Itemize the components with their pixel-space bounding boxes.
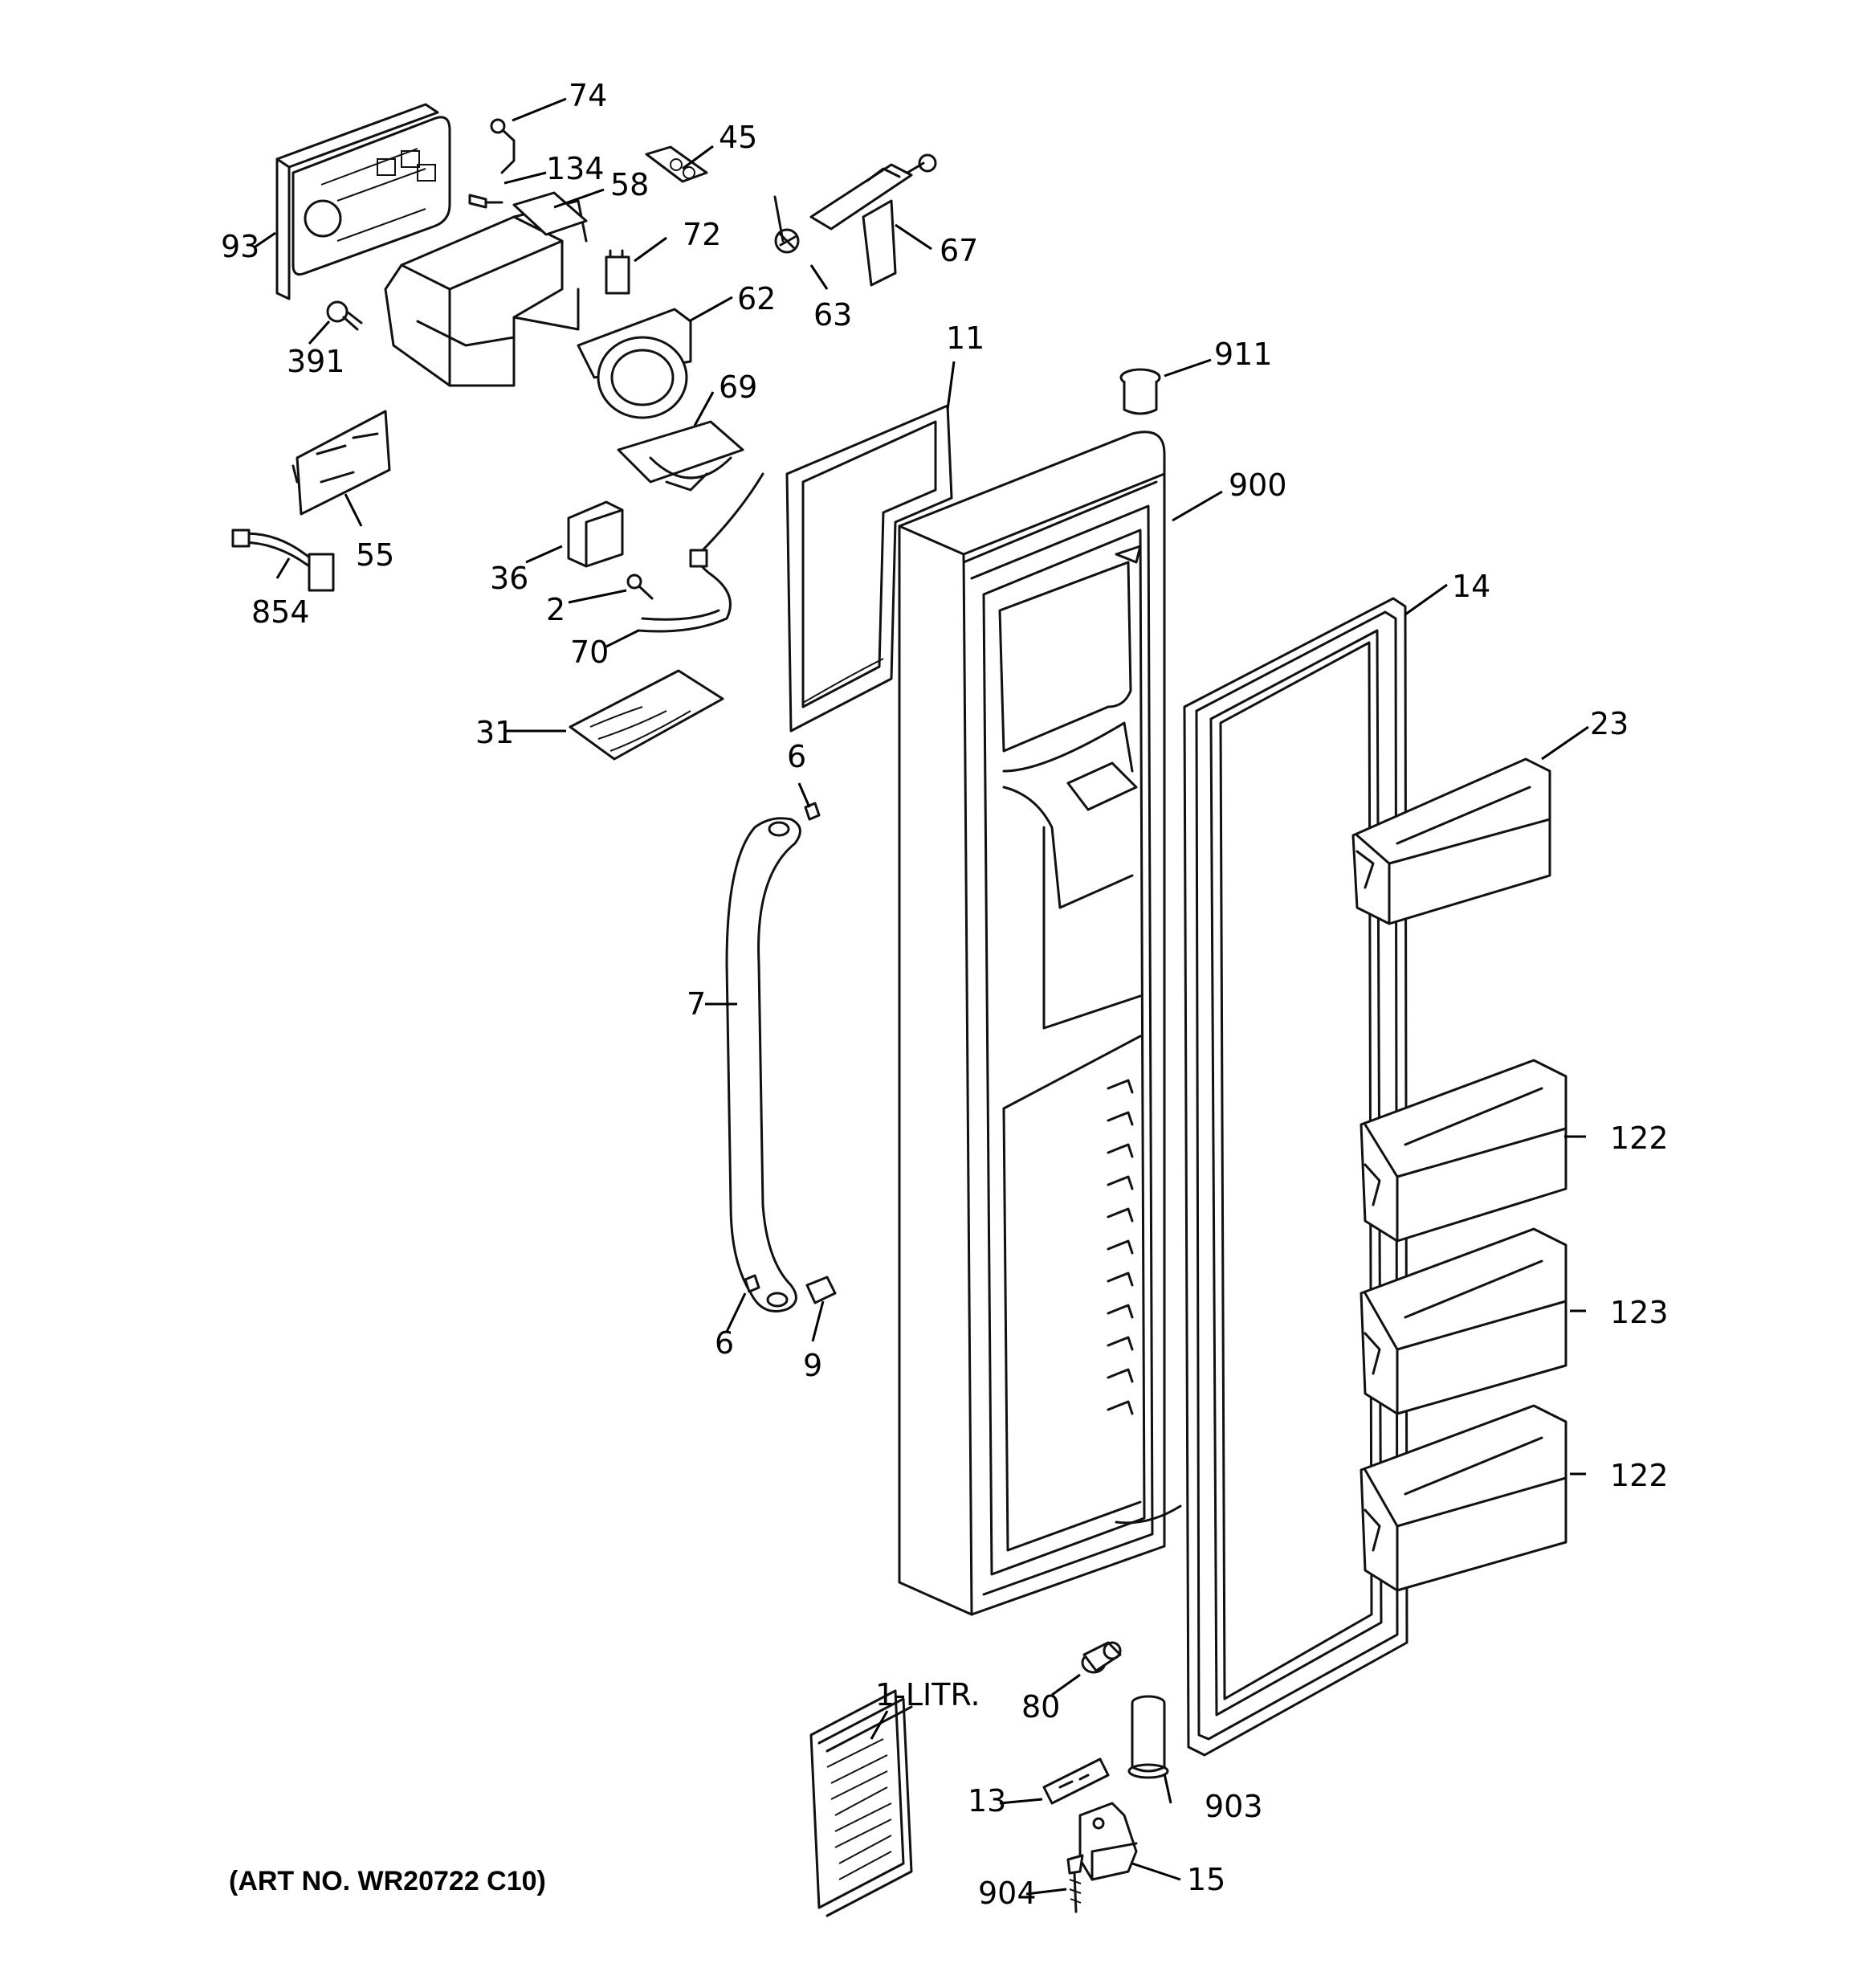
callout-11: 11 — [946, 320, 984, 356]
callout-6-lower: 6 — [715, 1325, 734, 1361]
part-63-spring — [773, 195, 800, 254]
part-123-bin — [1360, 1227, 1567, 1415]
callout-58: 58 — [610, 167, 649, 202]
callout-93: 93 — [221, 229, 259, 264]
part-11-frame — [785, 404, 953, 733]
callout-labels: 74 45 134 58 93 72 67 63 62 391 11 911 6… — [221, 78, 1669, 1911]
callout-23: 23 — [1590, 706, 1629, 741]
callout-7: 7 — [687, 986, 706, 1022]
part-9-screw — [805, 1276, 837, 1304]
part-69-funnel — [617, 420, 744, 492]
callout-900: 900 — [1229, 467, 1287, 503]
part-134-screw — [468, 194, 503, 209]
part-7-handle — [725, 817, 801, 1312]
part-854-harness — [231, 529, 335, 592]
part-903-pin — [1127, 1695, 1169, 1779]
callout-13: 13 — [968, 1783, 1006, 1819]
callout-123: 123 — [1610, 1295, 1669, 1330]
callout-70: 70 — [570, 635, 609, 670]
callout-36: 36 — [490, 561, 528, 596]
callout-391: 391 — [287, 344, 345, 379]
callout-62: 62 — [737, 281, 776, 316]
callout-74: 74 — [569, 78, 607, 113]
callout-904: 904 — [978, 1876, 1037, 1911]
part-14-gasket — [1183, 597, 1408, 1757]
part-6-lower-screw — [744, 1274, 760, 1293]
part-23-bin — [1351, 757, 1551, 925]
part-13-bracket — [1042, 1757, 1110, 1805]
part-58-bracket — [512, 191, 588, 236]
part-55-board — [291, 410, 391, 516]
part-45-plate — [645, 145, 708, 183]
callout-134: 134 — [546, 151, 605, 186]
callout-15: 15 — [1187, 1862, 1225, 1897]
callout-1-litr: 1-LITR. — [875, 1677, 980, 1712]
callout-2: 2 — [546, 592, 565, 627]
callout-45: 45 — [719, 120, 757, 155]
callout-122-upper: 122 — [1610, 1121, 1669, 1156]
part-1-literature — [809, 1689, 913, 1917]
part-904-screw — [1066, 1854, 1084, 1913]
part-93-control-panel — [275, 103, 451, 300]
part-122-upper-bin — [1360, 1059, 1567, 1243]
part-67-bracket — [809, 153, 937, 287]
callout-122-lower: 122 — [1610, 1458, 1669, 1493]
callout-55: 55 — [356, 537, 394, 573]
callout-6-upper: 6 — [787, 739, 806, 774]
callout-80: 80 — [1021, 1689, 1060, 1725]
callout-14: 14 — [1452, 569, 1490, 604]
part-74-spring — [490, 118, 516, 174]
callout-67: 67 — [940, 233, 978, 268]
part-72-switch — [605, 249, 630, 295]
part-122-lower-bin — [1360, 1404, 1567, 1592]
door-shelf-clips — [1107, 1079, 1182, 1525]
part-70-wire — [637, 472, 764, 633]
part-15-hinge — [1078, 1802, 1138, 1881]
part-31-mat — [569, 669, 724, 761]
part-36-solenoid — [567, 500, 624, 568]
callout-854: 854 — [251, 594, 310, 630]
callout-903: 903 — [1205, 1789, 1263, 1824]
part-900-door — [898, 431, 1166, 1616]
part-80-fitting — [1081, 1641, 1122, 1674]
part-911-cap — [1119, 368, 1161, 415]
part-391-screw — [326, 300, 363, 331]
callout-63: 63 — [813, 297, 852, 333]
leader-lines — [255, 97, 1589, 1896]
part-2-screw — [626, 574, 654, 600]
callout-911: 911 — [1214, 337, 1273, 372]
callout-31: 31 — [475, 715, 514, 750]
callout-69: 69 — [719, 369, 757, 405]
callout-72: 72 — [683, 217, 721, 252]
part-62-chute-ring — [577, 308, 692, 419]
callout-9: 9 — [803, 1348, 822, 1383]
art-number: (ART NO. WR20722 C10) — [229, 1866, 546, 1896]
